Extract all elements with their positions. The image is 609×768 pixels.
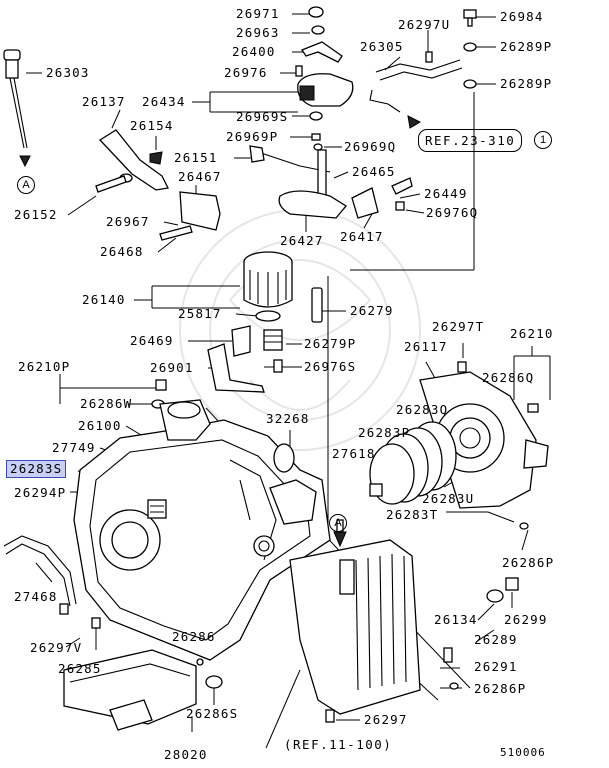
label-26984[interactable]: 26984 — [500, 9, 544, 24]
label-26434[interactable]: 26434 — [142, 94, 186, 109]
label-26151[interactable]: 26151 — [174, 150, 218, 165]
label-26963[interactable]: 26963 — [236, 25, 280, 40]
label-26279p[interactable]: 26279P — [304, 336, 357, 351]
label-27468[interactable]: 27468 — [14, 589, 58, 604]
label-26969q[interactable]: 26969Q — [344, 139, 397, 154]
label-26297t[interactable]: 26297T — [432, 319, 485, 334]
label-26297[interactable]: 26297 — [364, 712, 408, 727]
label-26286w[interactable]: 26286W — [80, 396, 133, 411]
label-26210p[interactable]: 26210P — [18, 359, 71, 374]
label-26297v[interactable]: 26297V — [30, 640, 83, 655]
label-26283s-highlighted[interactable]: 26283S — [5, 460, 67, 478]
label-25817[interactable]: 25817 — [178, 306, 222, 321]
label-32268[interactable]: 32268 — [266, 411, 310, 426]
label-27618[interactable]: 27618 — [332, 446, 376, 461]
label-26137[interactable]: 26137 — [82, 94, 126, 109]
label-26417[interactable]: 26417 — [340, 229, 384, 244]
label-26289[interactable]: 26289 — [474, 632, 518, 647]
label-26117[interactable]: 26117 — [404, 339, 448, 354]
label-26283u[interactable]: 26283U — [422, 491, 475, 506]
label-26400[interactable]: 26400 — [232, 44, 276, 59]
label-26283p[interactable]: 26283P — [358, 425, 411, 440]
label-26154[interactable]: 26154 — [130, 118, 174, 133]
label-26283q[interactable]: 26283Q — [396, 402, 449, 417]
reference-23-310-text: REF.23-310 — [425, 133, 516, 148]
label-26286s[interactable]: 26286S — [186, 706, 239, 721]
label-26285[interactable]: 26285 — [58, 661, 102, 676]
label-26289p-a[interactable]: 26289P — [500, 39, 553, 54]
label-26291[interactable]: 26291 — [474, 659, 518, 674]
label-26299[interactable]: 26299 — [504, 612, 548, 627]
label-26152[interactable]: 26152 — [14, 207, 58, 222]
label-28020[interactable]: 28020 — [164, 747, 208, 762]
reference-circle-1: 1 — [534, 131, 552, 149]
label-26100[interactable]: 26100 — [78, 418, 122, 433]
label-26134[interactable]: 26134 — [434, 612, 478, 627]
label-26976s[interactable]: 26976S — [304, 359, 357, 374]
marker-a-left: A — [17, 176, 35, 194]
label-26305[interactable]: 26305 — [360, 39, 404, 54]
label-26303[interactable]: 26303 — [46, 65, 90, 80]
label-26976q[interactable]: 26976Q — [426, 205, 479, 220]
label-26286[interactable]: 26286 — [172, 629, 216, 644]
label-26467[interactable]: 26467 — [178, 169, 222, 184]
part-shapes — [3, 6, 549, 731]
label-26469[interactable]: 26469 — [130, 333, 174, 348]
label-26297u[interactable]: 26297U — [398, 17, 451, 32]
label-27749[interactable]: 27749 — [52, 440, 96, 455]
label-26449[interactable]: 26449 — [424, 186, 468, 201]
label-26969p[interactable]: 26969P — [226, 129, 279, 144]
marker-a-right: A — [329, 514, 347, 532]
reference-11-100[interactable]: (REF.11-100) — [284, 737, 393, 752]
label-26976[interactable]: 26976 — [224, 65, 268, 80]
label-26969s[interactable]: 26969S — [236, 109, 289, 124]
label-26210[interactable]: 26210 — [510, 326, 554, 341]
label-26279[interactable]: 26279 — [350, 303, 394, 318]
label-26465[interactable]: 26465 — [352, 164, 396, 179]
label-26140[interactable]: 26140 — [82, 292, 126, 307]
drawing-code: 510006 — [500, 746, 546, 759]
label-26289p-b[interactable]: 26289P — [500, 76, 553, 91]
label-26294p[interactable]: 26294P — [14, 485, 67, 500]
label-26468[interactable]: 26468 — [100, 244, 144, 259]
label-26286p-a[interactable]: 26286P — [502, 555, 555, 570]
label-26283t[interactable]: 26283T — [386, 507, 439, 522]
label-26901[interactable]: 26901 — [150, 360, 194, 375]
reference-23-310[interactable]: REF.23-310 — [418, 129, 523, 152]
label-26971[interactable]: 26971 — [236, 6, 280, 21]
label-26286p-b[interactable]: 26286P — [474, 681, 527, 696]
label-26427[interactable]: 26427 — [280, 233, 324, 248]
label-26967[interactable]: 26967 — [106, 214, 150, 229]
label-26286q[interactable]: 26286Q — [482, 370, 535, 385]
